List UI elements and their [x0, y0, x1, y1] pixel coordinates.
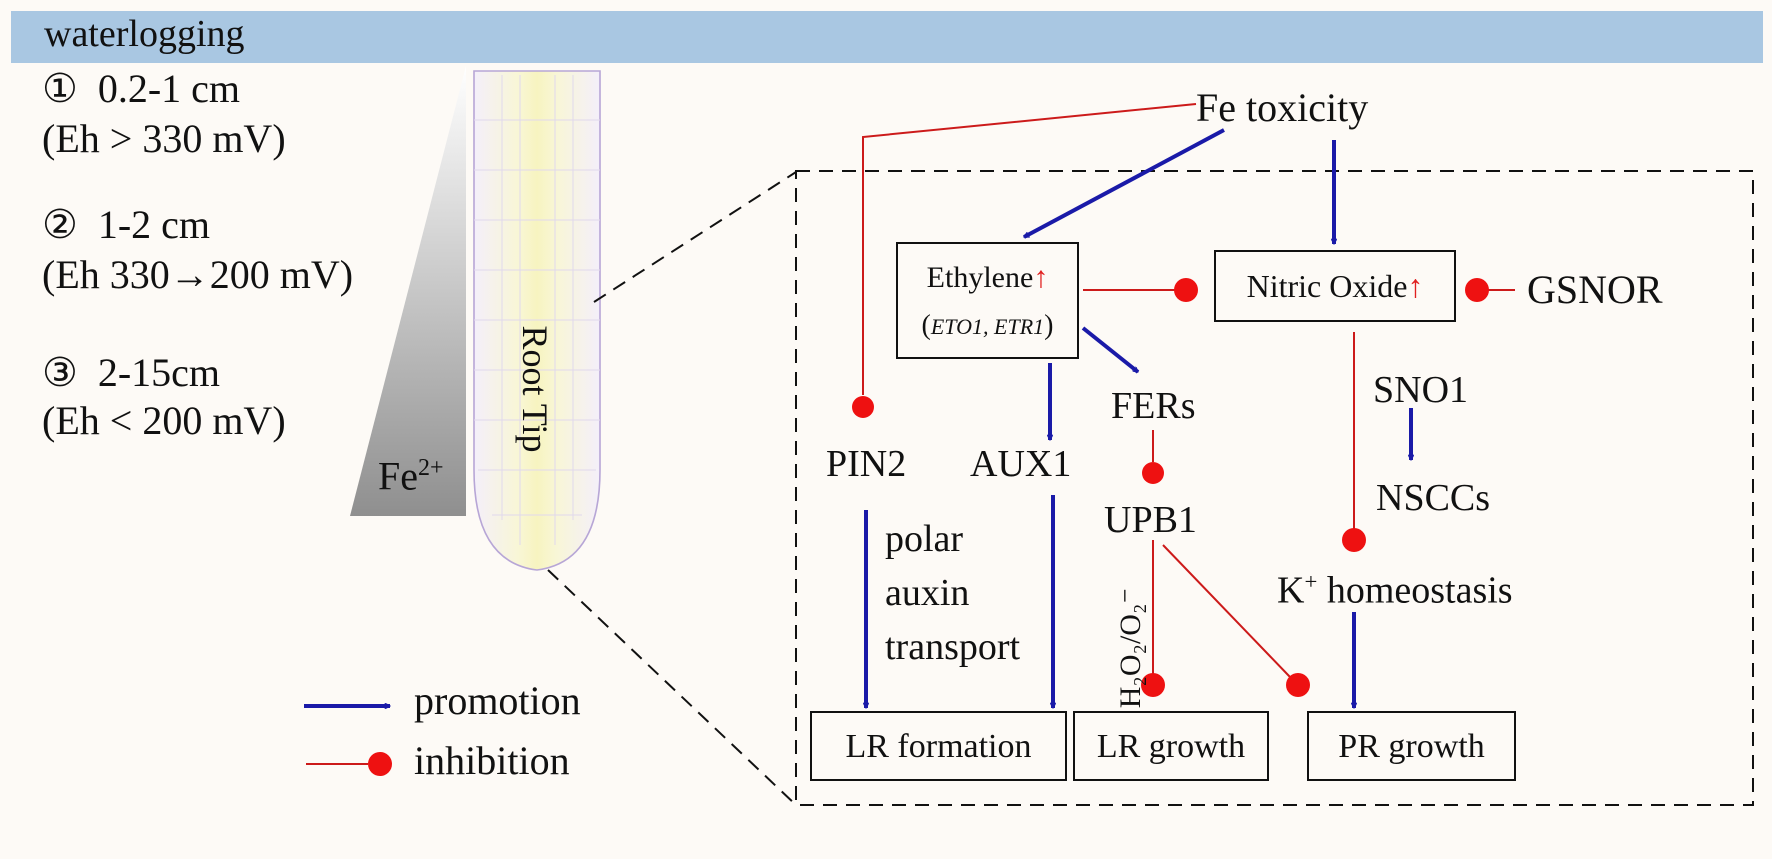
- gsnor-node: GSNOR: [1527, 267, 1663, 312]
- zone-3-eh: (Eh < 200 mV): [42, 398, 286, 443]
- promote-fe-to-ethylene: [1024, 128, 1225, 239]
- k-homeostasis-node: K+ homeostasis: [1277, 569, 1513, 612]
- inhibit-gsnor-to-no: [1465, 278, 1515, 302]
- fe-gradient-wedge: [350, 66, 466, 516]
- nitric-oxide-label: Nitric Oxide↑: [1246, 268, 1424, 304]
- sno1-node: SNO1: [1373, 369, 1469, 411]
- fers-node: FERs: [1111, 385, 1196, 427]
- detail-frame: [795, 170, 1754, 806]
- lr-growth-box: LR growth: [1073, 711, 1269, 781]
- lr-growth-label: LR growth: [1096, 728, 1246, 765]
- inhibit-upb1-to-lr-growth: [1141, 540, 1165, 697]
- legend-inhibition-mark: [306, 752, 392, 776]
- ethylene-genes: (ETO1, ETR1): [921, 310, 1054, 341]
- up-arrow-icon: ↑: [1407, 268, 1424, 304]
- ethylene-box: Ethylene↑ (ETO1, ETR1): [896, 242, 1079, 359]
- fe2-label: Fe2+: [378, 453, 444, 499]
- zone-1-eh: (Eh > 330 mV): [42, 116, 286, 161]
- upb1-node: UPB1: [1104, 499, 1197, 541]
- legend-inhibition-label: inhibition: [414, 738, 570, 783]
- inhibit-fers-to-upb1: [1142, 430, 1164, 484]
- root-cell-pattern: [474, 75, 600, 545]
- pr-growth-box: PR growth: [1307, 711, 1516, 781]
- aux1-node: AUX1: [970, 443, 1072, 485]
- pr-growth-label: PR growth: [1338, 728, 1485, 765]
- zone-2-depth: ② 1-2 cm: [42, 202, 211, 247]
- inhibit-upb1-to-pr-growth: [1162, 544, 1310, 697]
- legend-promotion-label: promotion: [414, 678, 581, 723]
- pin2-node: PIN2: [826, 443, 907, 485]
- lr-formation-box: LR formation: [810, 711, 1067, 781]
- fe-toxicity-node: Fe toxicity: [1196, 85, 1369, 130]
- nitric-oxide-box: Nitric Oxide↑: [1214, 250, 1456, 322]
- banner-title: waterlogging: [44, 13, 245, 55]
- zone-2-eh: (Eh 330→200 mV): [42, 252, 354, 297]
- waterlogging-banner: [11, 11, 1763, 63]
- up-arrow-icon: ↑: [1033, 261, 1049, 294]
- root-tip-label: Root Tip: [515, 325, 555, 453]
- zoom-line-top: [593, 171, 797, 303]
- inhibit-fe-to-pin2: [852, 103, 1197, 418]
- lr-formation-label: LR formation: [845, 728, 1032, 765]
- nsccs-node: NSCCs: [1376, 477, 1491, 519]
- zoom-line-bottom: [547, 569, 797, 806]
- polar-auxin-transport-label: polar auxin transport: [885, 518, 1021, 668]
- inhibit-no-to-k: [1342, 332, 1366, 552]
- zone-1-depth: ① 0.2-1 cm: [42, 66, 241, 111]
- ethylene-label: Ethylene↑: [926, 261, 1049, 294]
- zone-3-depth: ③ 2-15cm: [42, 350, 221, 395]
- inhibit-ethylene-to-no: [1083, 278, 1198, 302]
- promote-ethylene-to-fers: [1081, 326, 1138, 374]
